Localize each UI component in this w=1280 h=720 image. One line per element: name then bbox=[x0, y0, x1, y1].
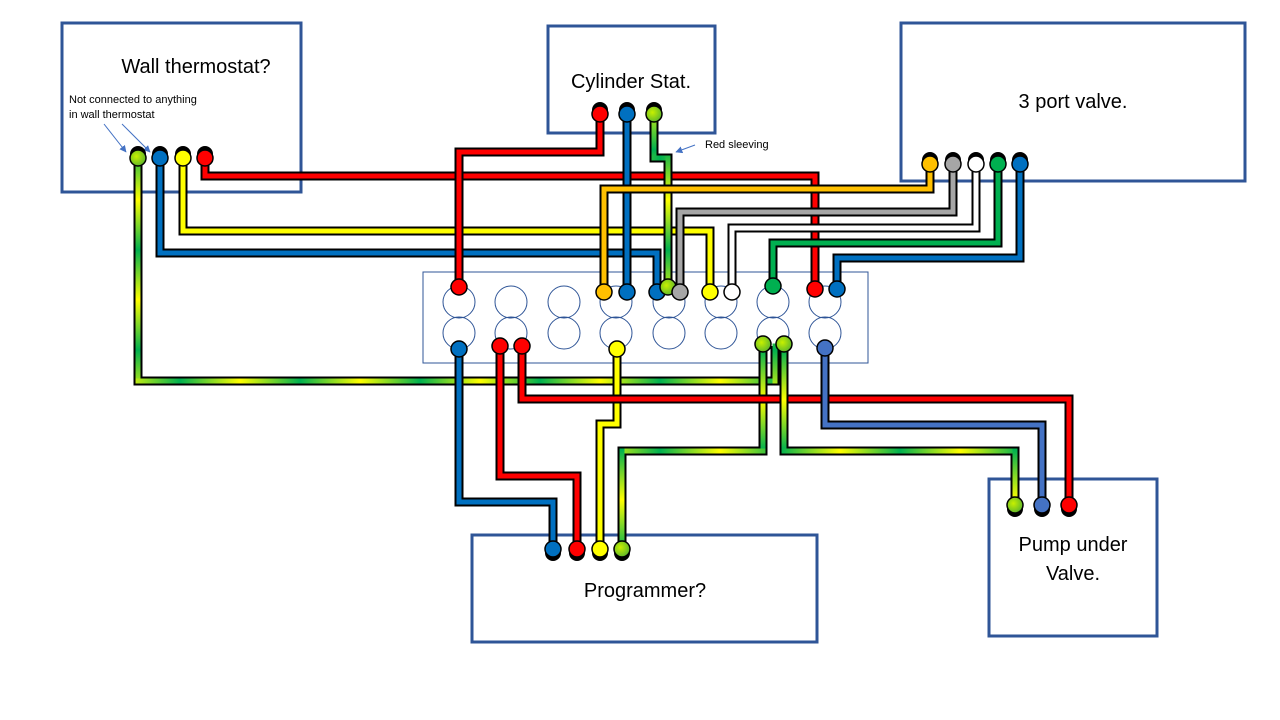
wire-terminal-dot bbox=[701, 283, 719, 301]
note-arrow-1 bbox=[103, 123, 127, 153]
wire-pump-earth bbox=[775, 335, 1024, 517]
wire-terminal-dot bbox=[591, 540, 609, 558]
wire-cyl-earth bbox=[645, 102, 677, 296]
wire-terminal-dot bbox=[816, 339, 834, 357]
wall-thermostat-note-line1: Not connected to anything bbox=[69, 94, 197, 106]
wire-outline bbox=[454, 114, 605, 287]
wire-terminal-dot bbox=[989, 155, 1007, 173]
wire-terminal-dot bbox=[754, 335, 772, 353]
terminal-hole-bottom-5 bbox=[652, 316, 686, 350]
terminal-hole-top-4 bbox=[599, 285, 633, 319]
wire-valve-green bbox=[764, 152, 1007, 295]
wire-outline bbox=[495, 346, 582, 549]
wall-thermostat-title: Wall thermostat? bbox=[121, 56, 270, 78]
terminal-hole-top-6 bbox=[704, 285, 738, 319]
programmer-title: Programmer? bbox=[584, 580, 706, 602]
wire-prog-red bbox=[491, 337, 586, 561]
junction-block bbox=[422, 271, 869, 364]
wire-terminal-dot bbox=[151, 149, 169, 167]
wire-terminal-dot bbox=[671, 283, 689, 301]
terminal-hole-bottom-3 bbox=[547, 316, 581, 350]
wire-terminal-dot bbox=[568, 540, 586, 558]
wire-terminal-dot bbox=[591, 105, 609, 123]
wire-prog-yellow bbox=[591, 340, 626, 561]
wire-terminal-dot bbox=[921, 155, 939, 173]
wall-thermostat-note-line2: in wall thermostat bbox=[69, 109, 155, 121]
wire-terminal-dot bbox=[544, 540, 562, 558]
wire-prog-earth bbox=[613, 335, 772, 561]
wire-cyl-red bbox=[450, 102, 609, 296]
wire-prog-blue bbox=[450, 340, 562, 561]
wire-valve-orange bbox=[595, 152, 939, 301]
wire-terminal-dot bbox=[764, 277, 782, 295]
wire-terminal-dot bbox=[1006, 496, 1024, 514]
wire-valve-white bbox=[723, 152, 985, 301]
terminal-hole-top-2 bbox=[494, 285, 528, 319]
wire-cyl-blue bbox=[618, 102, 636, 301]
terminal-hole-top-3 bbox=[547, 285, 581, 319]
wire-terminal-dot bbox=[613, 540, 631, 558]
wire-terminal-dot bbox=[645, 105, 663, 123]
wire-terminal-dot bbox=[129, 149, 147, 167]
terminal-hole-bottom-6 bbox=[704, 316, 738, 350]
programmer-box: Programmer? bbox=[470, 533, 819, 644]
wire-wall-yellow bbox=[174, 146, 719, 301]
wire-terminal-dot bbox=[1011, 155, 1029, 173]
wire-terminal-dot bbox=[828, 280, 846, 298]
terminal-hole-bottom-2 bbox=[494, 316, 528, 350]
pump-title-line2: Valve. bbox=[1046, 563, 1100, 585]
wire-wall-blue bbox=[151, 146, 666, 301]
pump-title-line1: Pump under bbox=[1019, 534, 1128, 556]
wire-terminal-dot bbox=[618, 283, 636, 301]
wire-terminal-dot bbox=[944, 155, 962, 173]
wire-pump-red bbox=[513, 337, 1078, 517]
wire-terminal-dot bbox=[806, 280, 824, 298]
wire-terminal-dot bbox=[450, 278, 468, 296]
wire-outline bbox=[617, 344, 768, 549]
wire-terminal-dot bbox=[967, 155, 985, 173]
wire-terminal-dot bbox=[491, 337, 509, 355]
wire-terminal-dot bbox=[196, 149, 214, 167]
wire-valve-grey bbox=[671, 152, 962, 301]
wire-terminal-dot bbox=[775, 335, 793, 353]
wire-terminal-dot bbox=[618, 105, 636, 123]
sleeving-arrow bbox=[675, 144, 696, 154]
wire-terminal-dot bbox=[174, 149, 192, 167]
wire-terminal-dot bbox=[1033, 496, 1051, 514]
wire-terminal-dot bbox=[513, 337, 531, 355]
wire-pump-blue bbox=[816, 339, 1051, 517]
three-port-valve-title: 3 port valve. bbox=[1019, 91, 1128, 113]
wire-terminal-dot bbox=[1060, 496, 1078, 514]
wire-valve-blue bbox=[828, 152, 1029, 298]
note-arrow-2 bbox=[121, 123, 151, 153]
wire-terminal-dot bbox=[595, 283, 613, 301]
wire-terminal-dot bbox=[608, 340, 626, 358]
wire-terminal-dot bbox=[723, 283, 741, 301]
wire-terminal-dot bbox=[450, 340, 468, 358]
cylinder-stat-title: Cylinder Stat. bbox=[571, 71, 691, 93]
wires bbox=[129, 102, 1078, 561]
red-sleeving-note: Red sleeving bbox=[705, 139, 769, 151]
terminal-hole-top-8 bbox=[808, 285, 842, 319]
